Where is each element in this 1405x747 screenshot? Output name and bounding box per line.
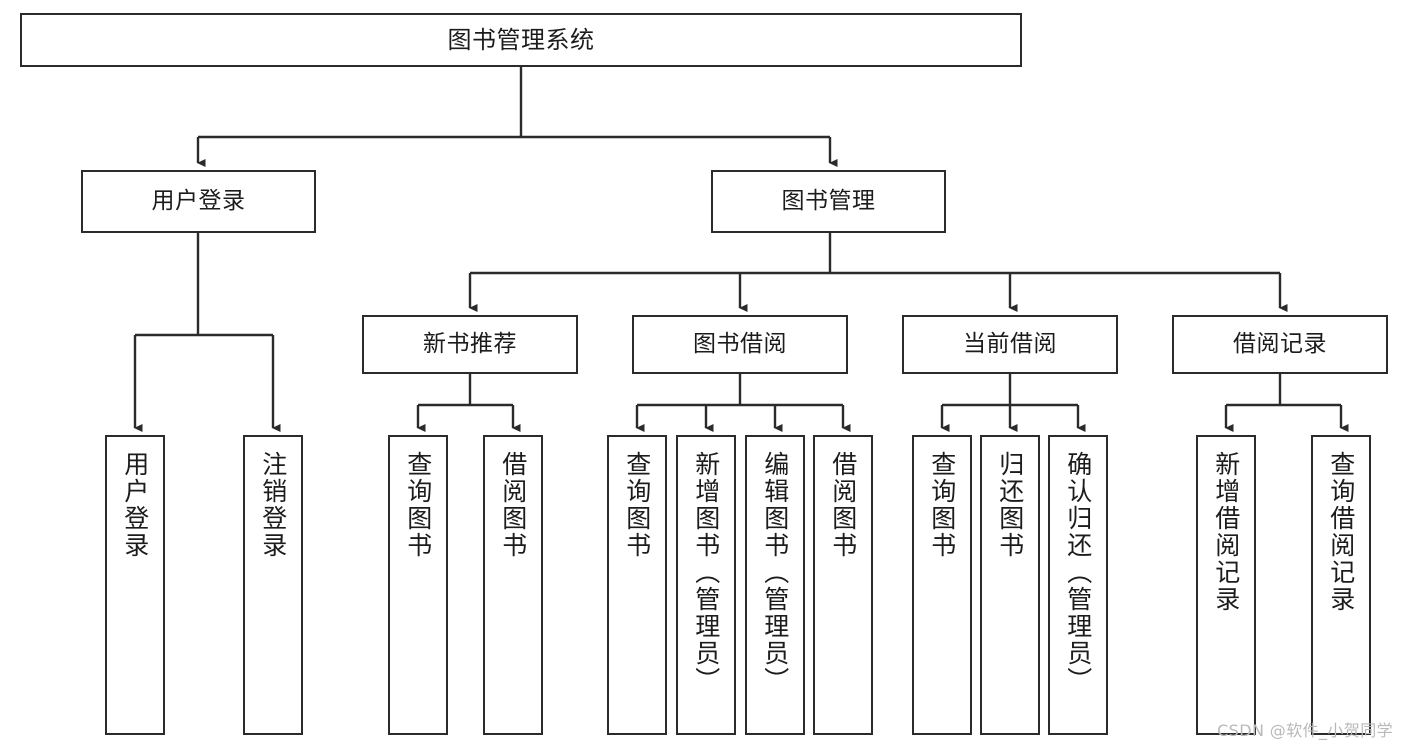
leaf-borrow-book-2[interactable]: 借阅图书 — [813, 435, 873, 735]
leaf-confirm-return[interactable]: 确认归还（管理员） — [1048, 435, 1108, 735]
leaf-borrow-book-2-label: 借阅图书 — [828, 451, 858, 559]
leaf-add-record[interactable]: 新增借阅记录 — [1196, 435, 1256, 735]
watermark: CSDN @软件_小贺同学 — [1217, 721, 1393, 740]
node-book-borrow-label: 图书借阅 — [693, 330, 787, 357]
node-current-borrow[interactable]: 当前借阅 — [902, 315, 1118, 374]
node-book-borrow[interactable]: 图书借阅 — [632, 315, 848, 374]
leaf-add-record-label: 新增借阅记录 — [1211, 451, 1241, 613]
leaf-user-logout[interactable]: 注销登录 — [243, 435, 303, 735]
leaf-confirm-return-label: 确认归还（管理员） — [1063, 451, 1093, 694]
node-current-borrow-label: 当前借阅 — [963, 330, 1057, 357]
leaf-borrow-book-1[interactable]: 借阅图书 — [483, 435, 543, 735]
node-user-login[interactable]: 用户登录 — [81, 170, 316, 233]
leaf-query-book-3[interactable]: 查询图书 — [912, 435, 972, 735]
leaf-query-book-1-label: 查询图书 — [403, 451, 433, 559]
node-book-management[interactable]: 图书管理 — [711, 170, 946, 233]
leaf-return-book-label: 归还图书 — [995, 451, 1025, 559]
leaf-query-book-2[interactable]: 查询图书 — [607, 435, 667, 735]
node-book-management-label: 图书管理 — [781, 187, 876, 214]
leaf-add-book-label: 新增图书（管理员） — [691, 451, 721, 694]
leaf-query-book-3-label: 查询图书 — [927, 451, 957, 559]
leaf-user-login[interactable]: 用户登录 — [105, 435, 165, 735]
leaf-borrow-book-1-label: 借阅图书 — [498, 451, 528, 559]
leaf-user-login-label: 用户登录 — [120, 451, 150, 559]
node-root[interactable]: 图书管理系统 — [20, 13, 1022, 67]
node-root-label: 图书管理系统 — [447, 25, 595, 54]
node-new-book-recommend-label: 新书推荐 — [423, 330, 517, 357]
node-borrow-record-label: 借阅记录 — [1233, 330, 1327, 357]
leaf-query-book-1[interactable]: 查询图书 — [388, 435, 448, 735]
node-user-login-label: 用户登录 — [151, 187, 246, 214]
leaf-query-book-2-label: 查询图书 — [622, 451, 652, 559]
leaf-user-logout-label: 注销登录 — [258, 451, 288, 559]
leaf-query-record[interactable]: 查询借阅记录 — [1311, 435, 1371, 735]
leaf-edit-book-label: 编辑图书（管理员） — [760, 451, 790, 694]
leaf-return-book[interactable]: 归还图书 — [980, 435, 1040, 735]
node-borrow-record[interactable]: 借阅记录 — [1172, 315, 1388, 374]
leaf-edit-book[interactable]: 编辑图书（管理员） — [745, 435, 805, 735]
leaf-query-record-label: 查询借阅记录 — [1326, 451, 1356, 613]
leaf-add-book[interactable]: 新增图书（管理员） — [676, 435, 736, 735]
node-new-book-recommend[interactable]: 新书推荐 — [362, 315, 578, 374]
